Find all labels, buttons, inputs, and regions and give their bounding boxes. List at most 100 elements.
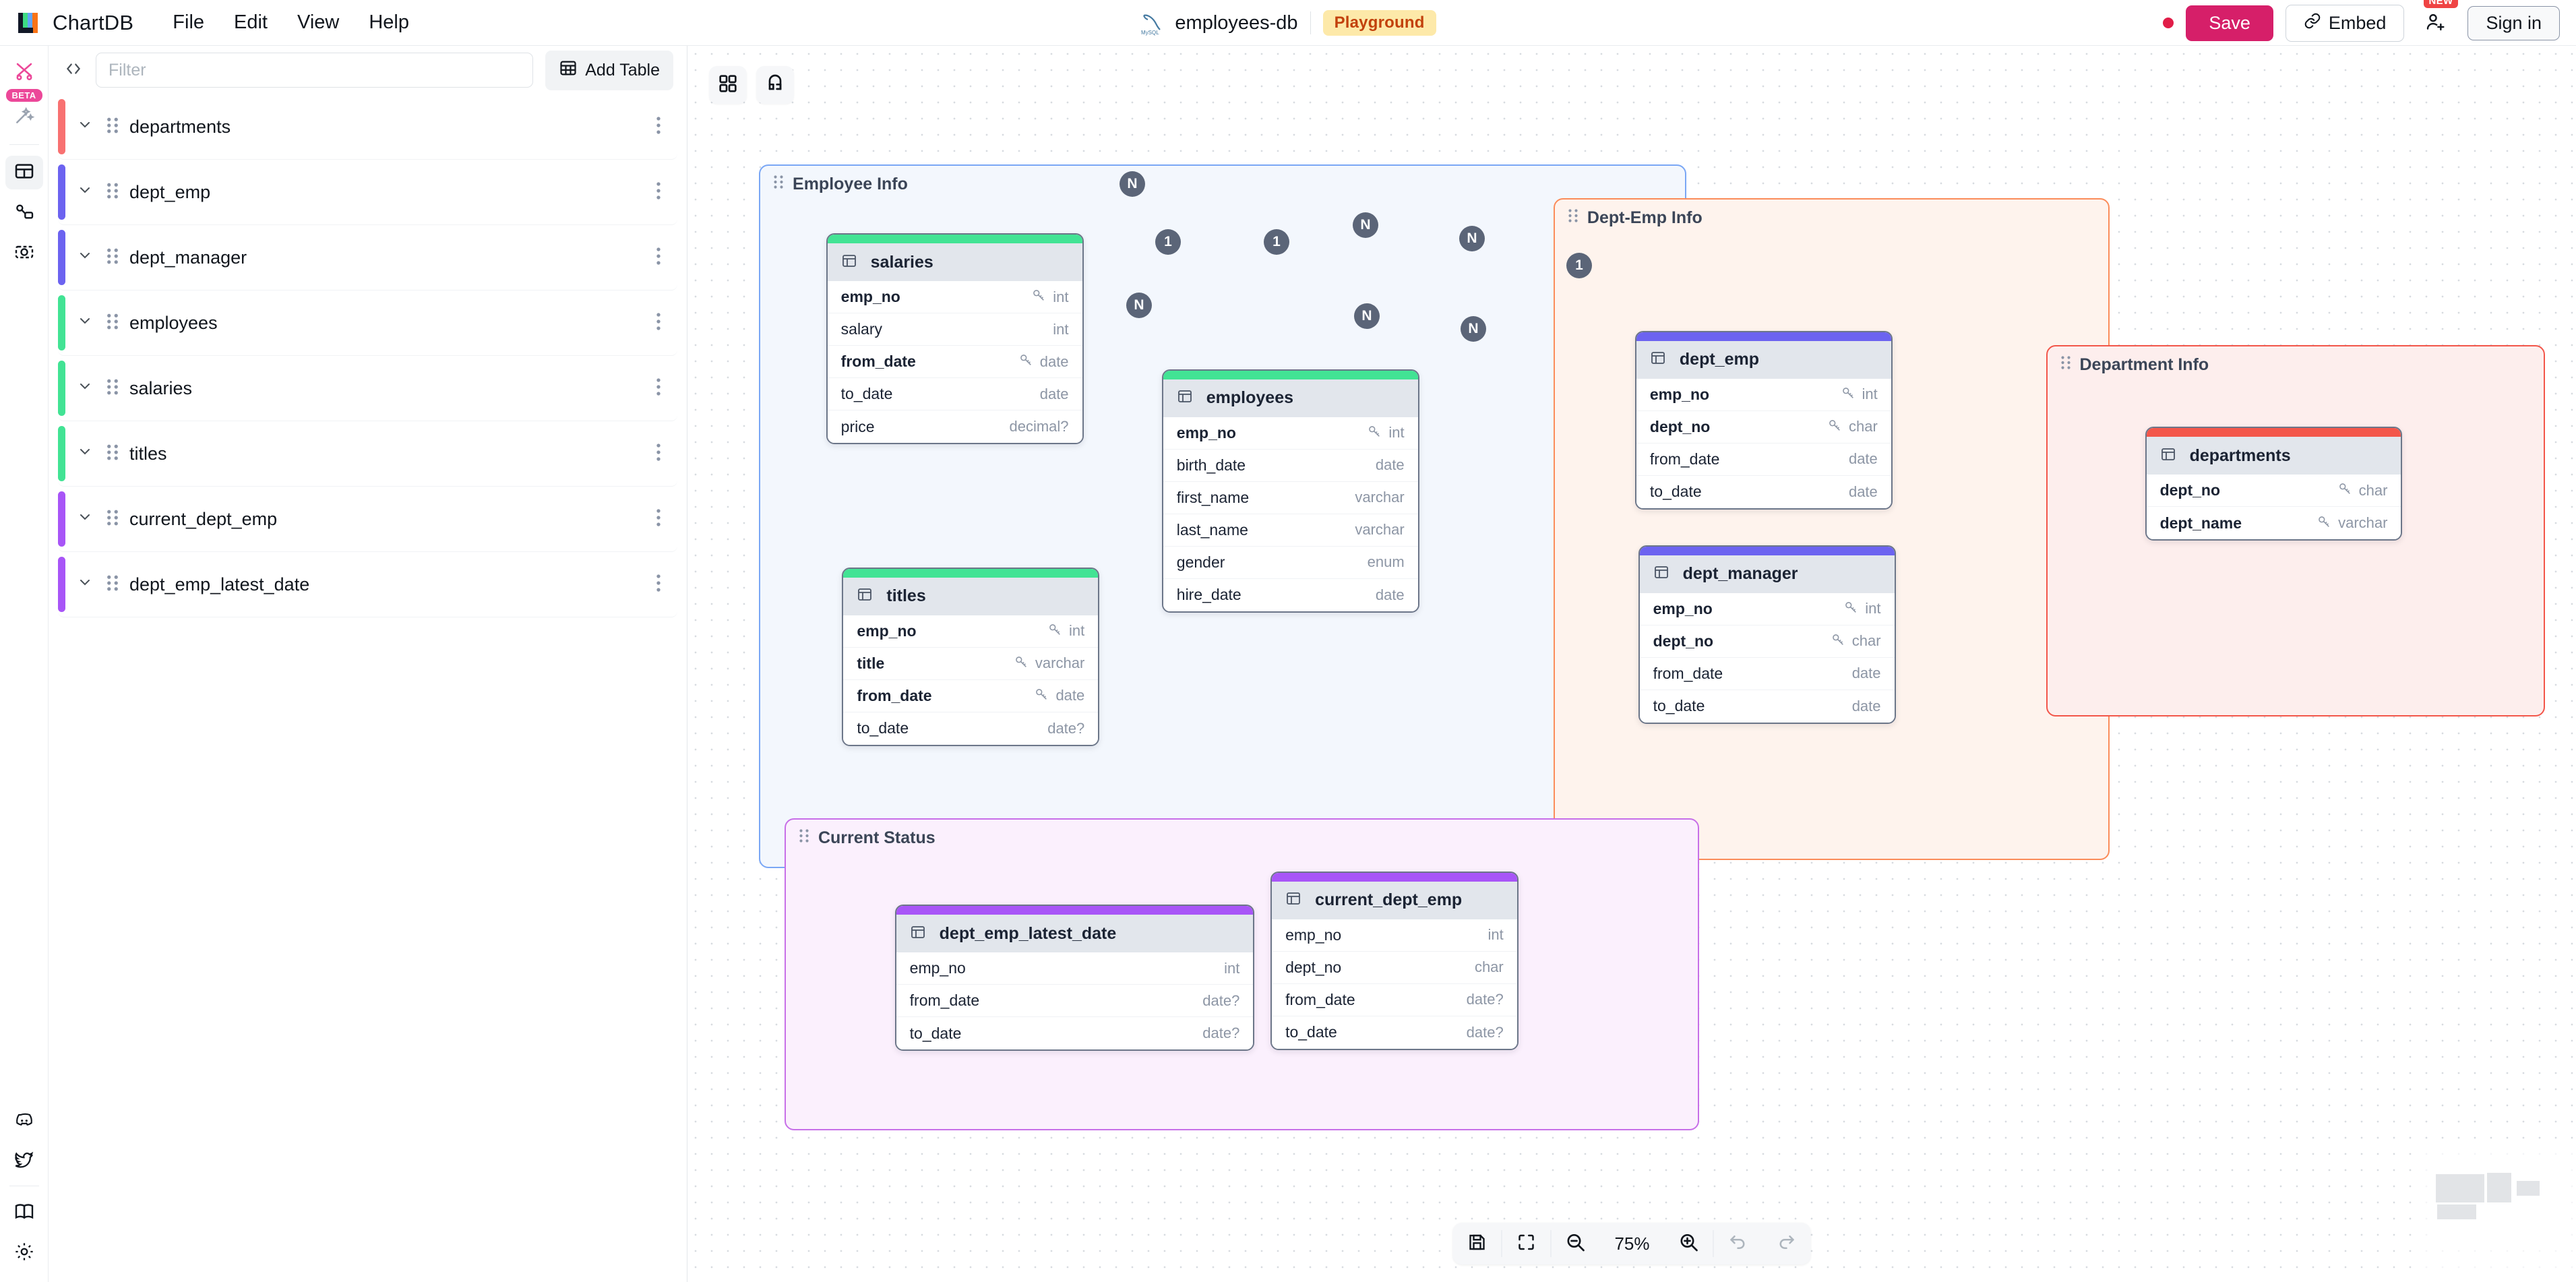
table-header[interactable]: salaries <box>827 243 1082 282</box>
drag-handle-icon[interactable] <box>105 574 120 596</box>
menu-item-help[interactable]: Help <box>369 11 409 33</box>
sidebar-table-row[interactable]: employees <box>58 291 677 356</box>
sidebar-table-row[interactable]: dept_manager <box>58 225 677 291</box>
fit-screen-button[interactable] <box>1502 1223 1551 1264</box>
table-header[interactable]: dept_manager <box>1639 555 1895 593</box>
area-drag-handle-icon[interactable] <box>772 174 785 195</box>
table-header[interactable]: current_dept_emp <box>1272 881 1517 919</box>
table-options-icon[interactable] <box>652 181 665 204</box>
zoom-out-button[interactable] <box>1552 1223 1600 1264</box>
table-options-icon[interactable] <box>652 311 665 335</box>
table-options-icon[interactable] <box>652 246 665 270</box>
table-options-icon[interactable] <box>652 508 665 531</box>
grid-toggle-button[interactable] <box>709 66 747 104</box>
sidebar-table-row[interactable]: departments <box>58 94 677 160</box>
canvas-area[interactable]: Dept-Emp Info <box>1553 198 2110 861</box>
chevron-down-icon[interactable] <box>77 313 96 333</box>
account-button[interactable]: NEW <box>2416 0 2459 42</box>
zoom-in-button[interactable] <box>1665 1223 1713 1264</box>
redo-button[interactable] <box>1762 1223 1811 1264</box>
table-header[interactable]: dept_emp_latest_date <box>896 915 1254 953</box>
sidebar-table-row[interactable]: dept_emp_latest_date <box>58 552 677 617</box>
chevron-down-icon[interactable] <box>77 444 96 464</box>
chevron-down-icon[interactable] <box>77 509 96 529</box>
rail-item-ai-wand[interactable]: BETA <box>5 89 43 133</box>
table-header[interactable]: dept_emp <box>1636 340 1891 379</box>
add-table-button[interactable]: Add Table <box>545 50 673 90</box>
sign-in-button[interactable]: Sign in <box>2467 5 2560 40</box>
drag-handle-icon[interactable] <box>105 443 120 465</box>
undo-button[interactable] <box>1714 1223 1762 1264</box>
drag-handle-icon[interactable] <box>105 312 120 334</box>
drag-handle-icon[interactable] <box>105 116 120 138</box>
sidebar-table-row[interactable]: dept_emp <box>58 160 677 225</box>
chevron-down-icon[interactable] <box>77 182 96 202</box>
sidebar-table-row[interactable]: salaries <box>58 356 677 421</box>
code-toggle-icon[interactable] <box>63 60 84 80</box>
drag-handle-icon[interactable] <box>105 508 120 530</box>
snap-magnet-button[interactable] <box>756 66 794 104</box>
save-diagram-button[interactable] <box>1453 1223 1502 1264</box>
area-drag-handle-icon[interactable] <box>2060 355 2072 375</box>
chevron-down-icon[interactable] <box>77 117 96 137</box>
rail-item-twitter[interactable] <box>5 1145 43 1179</box>
rail-item-tables[interactable] <box>5 156 43 189</box>
menu-item-edit[interactable]: Edit <box>234 11 268 33</box>
sidebar-table-row[interactable]: titles <box>58 421 677 487</box>
chevron-down-icon[interactable] <box>77 378 96 398</box>
embed-button[interactable]: Embed <box>2285 4 2405 42</box>
rail-item-docs[interactable] <box>5 1196 43 1229</box>
area-drag-handle-icon[interactable] <box>798 828 810 849</box>
rail-item-magic-ai[interactable] <box>5 55 43 89</box>
rail-item-relationships[interactable] <box>5 196 43 230</box>
diagram-title[interactable]: employees-db <box>1175 11 1298 34</box>
menu-item-file[interactable]: File <box>173 11 205 33</box>
rail-item-areas[interactable] <box>5 237 43 270</box>
table-header[interactable]: titles <box>843 577 1099 615</box>
drag-handle-icon[interactable] <box>105 377 120 400</box>
zoom-level[interactable]: 75% <box>1614 1233 1650 1254</box>
chevron-down-icon[interactable] <box>77 247 96 268</box>
chevron-down-icon[interactable] <box>77 574 96 594</box>
drag-handle-icon[interactable] <box>105 181 120 204</box>
minimap[interactable] <box>2413 1146 2576 1282</box>
sidebar-table-row[interactable]: current_dept_emp <box>58 487 677 552</box>
table-options-icon[interactable] <box>652 573 665 597</box>
filter-input[interactable] <box>96 53 534 88</box>
table-header[interactable]: employees <box>1163 379 1418 417</box>
